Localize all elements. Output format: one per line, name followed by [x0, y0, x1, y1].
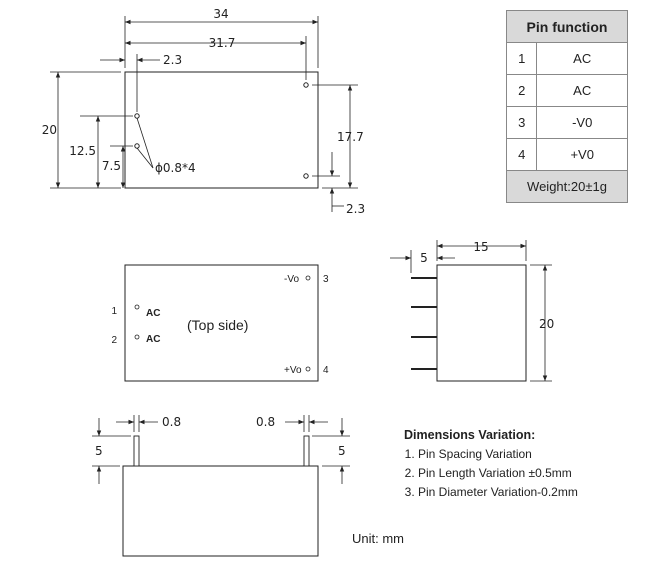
pin1-label: AC — [146, 308, 160, 319]
pin-hole-2 — [134, 143, 140, 149]
dim-0-8-right: 0.8 — [256, 415, 275, 429]
dim-20-side: 20 — [539, 317, 554, 331]
pin-hole-1 — [134, 113, 140, 119]
top-side-label: (Top side) — [187, 317, 248, 333]
module-outline-front — [122, 465, 319, 557]
pin-function: AC — [536, 42, 628, 75]
dim-15: 15 — [473, 240, 488, 254]
dim-5-right: 5 — [338, 444, 346, 458]
table-row: 2 AC — [505, 74, 628, 107]
dim-2-3-right: 2.3 — [346, 202, 365, 216]
module-outline-bottom — [124, 71, 319, 189]
table-row: 1 AC — [505, 42, 628, 75]
pin2-label: AC — [146, 334, 160, 345]
pin-number: 3 — [505, 106, 538, 139]
module-outline-top — [124, 264, 319, 382]
pin-number: 1 — [505, 42, 538, 75]
list-item: Pin Diameter Variation-0.2mm — [418, 485, 578, 499]
dimensions-variation-notes: Dimensions Variation: Pin Spacing Variat… — [404, 428, 578, 504]
pin-function: +V0 — [536, 138, 628, 171]
top-view: (Top side) 1 AC 2 AC -Vo 3 +Vo 4 — [111, 264, 329, 382]
side-view: 5 15 20 — [390, 240, 554, 382]
module-outline-side — [436, 264, 527, 382]
pin3-label: -Vo — [284, 274, 299, 285]
list-item: Pin Length Variation ±0.5mm — [418, 466, 578, 480]
weight-cell: Weight:20±1g — [506, 170, 628, 203]
pin4-label: +Vo — [284, 365, 302, 376]
table-row: 3 -V0 — [505, 106, 628, 139]
pin3-number: 3 — [323, 274, 329, 285]
dim-20-left: 20 — [42, 123, 57, 137]
dim-34: 34 — [213, 7, 228, 21]
pin-number: 2 — [505, 74, 538, 107]
dim-12-5: 12.5 — [69, 144, 96, 158]
list-item: Pin Spacing Variation — [418, 447, 578, 461]
front-view: 0.8 0.8 5 5 — [92, 415, 350, 557]
pin-front-left — [133, 435, 140, 467]
pin-function-table: Pin function 1 AC 2 AC 3 -V0 4 +V0 Weigh… — [505, 10, 628, 203]
notes-list: Pin Spacing Variation Pin Length Variati… — [404, 447, 578, 499]
dim-pin-diameter: ϕ0.8*4 — [155, 161, 196, 175]
dim-5-left: 5 — [95, 444, 103, 458]
dim-7-5: 7.5 — [102, 159, 121, 173]
pin-function: AC — [536, 74, 628, 107]
pin-table-header: Pin function — [506, 10, 628, 43]
dim-0-8-left: 0.8 — [162, 415, 181, 429]
dim-2-3-top: 2.3 — [163, 53, 182, 67]
dim-5-side: 5 — [420, 251, 428, 265]
unit-label: Unit: mm — [352, 531, 404, 546]
dim-17-7: 17.7 — [337, 130, 364, 144]
notes-title: Dimensions Variation: — [404, 428, 536, 442]
pin-hole-4 — [303, 173, 309, 179]
pin-front-right — [303, 435, 310, 467]
pin-number: 4 — [505, 138, 538, 171]
pin-function: -V0 — [536, 106, 628, 139]
pin2-number: 2 — [111, 335, 117, 346]
pin1-number: 1 — [111, 306, 117, 317]
bottom-view: 34 31.7 2.3 20 12.5 7.5 ϕ0.8*4 17.7 — [42, 7, 365, 216]
table-row: 4 +V0 — [505, 138, 628, 171]
pin-hole-3 — [303, 82, 309, 88]
dim-31-7: 31.7 — [209, 36, 236, 50]
pin4-number: 4 — [323, 365, 329, 376]
